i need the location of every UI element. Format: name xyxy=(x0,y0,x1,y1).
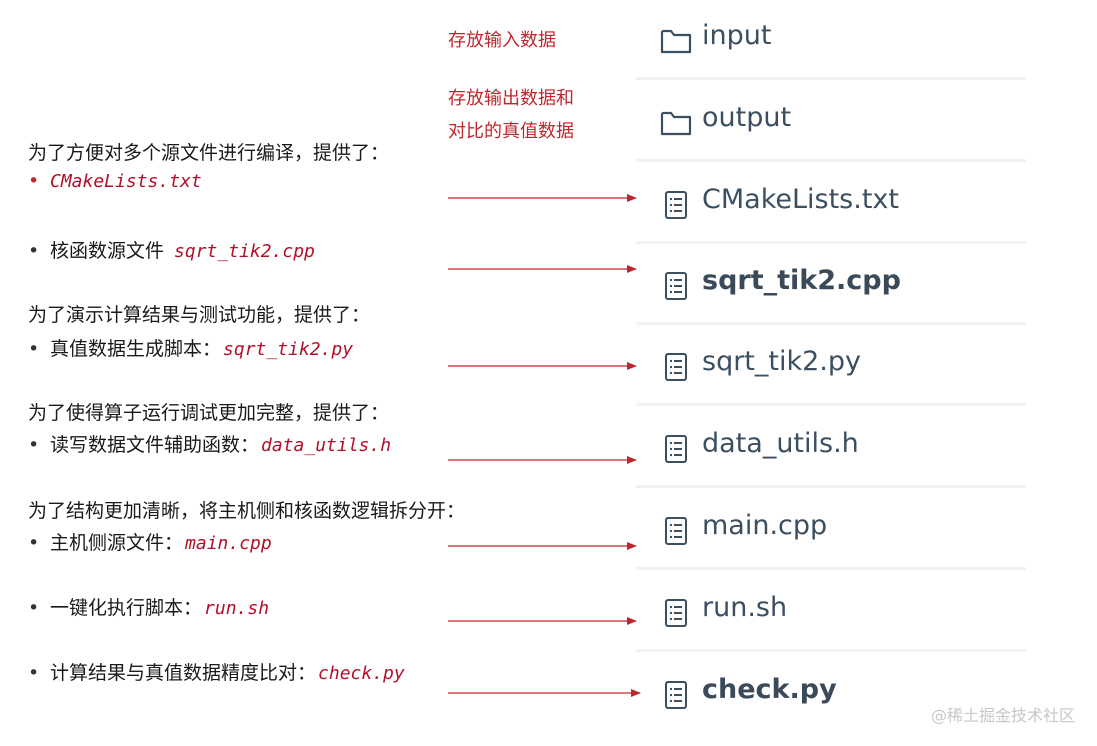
section-heading-compile: 为了方便对多个源文件进行编译，提供了： xyxy=(28,142,390,164)
output-note-line2: 对比的真值数据 xyxy=(448,121,574,142)
file-row-run-sh[interactable]: run.sh xyxy=(636,572,1026,652)
file-icon xyxy=(665,681,687,709)
bullet-dot: • xyxy=(28,532,40,554)
bullet-dot: • xyxy=(28,338,40,360)
bullet-text: 主机侧源文件： xyxy=(50,532,184,554)
bullet-code: run.sh xyxy=(204,598,270,619)
section-heading-demo: 为了演示计算结果与测试功能，提供了： xyxy=(28,304,371,326)
row-separator xyxy=(636,322,1026,325)
file-name: CMakeLists.txt xyxy=(702,184,899,215)
bullet-text: 读写数据文件辅助函数： xyxy=(50,434,260,456)
bullet-check-py: • 计算结果与真值数据精度比对： check.py xyxy=(28,658,405,685)
folder-icon xyxy=(660,111,692,136)
bullet-code: CMakeLists.txt xyxy=(50,171,202,192)
bullet-truth-script: • 真值数据生成脚本： sqrt_tik2.py xyxy=(28,334,353,361)
section-heading-structure: 为了结构更加清晰，将主机侧和核函数逻辑拆分开： xyxy=(28,500,466,522)
file-row-main-cpp[interactable]: main.cpp xyxy=(636,490,1026,570)
bullet-code: sqrt_tik2.cpp xyxy=(174,241,315,262)
row-separator xyxy=(636,485,1026,488)
bullet-kernel-source: • 核函数源文件 sqrt_tik2.cpp xyxy=(28,236,315,263)
bullet-text: 核函数源文件 xyxy=(50,240,165,262)
file-row-check-py[interactable]: check.py xyxy=(636,654,1026,734)
file-name: input xyxy=(702,20,772,51)
file-name: check.py xyxy=(702,674,837,705)
bullet-data-utils: • 读写数据文件辅助函数： data_utils.h xyxy=(28,430,391,457)
output-note-line1: 存放输出数据和 xyxy=(448,88,574,109)
bullet-code: sqrt_tik2.py xyxy=(223,339,354,360)
row-separator xyxy=(636,567,1026,570)
file-row-cmakelists[interactable]: CMakeLists.txt xyxy=(636,164,1026,244)
bullet-cmakelists: • CMakeLists.txt xyxy=(28,170,202,192)
file-icon xyxy=(665,353,687,381)
file-name: data_utils.h xyxy=(702,428,859,459)
bullet-text: 一键化执行脚本： xyxy=(50,597,203,619)
file-row-sqrt-py[interactable]: sqrt_tik2.py xyxy=(636,326,1026,406)
bullet-dot: • xyxy=(28,170,40,192)
bullet-dot: • xyxy=(28,662,40,684)
file-icon xyxy=(665,191,687,219)
file-name: output xyxy=(702,102,792,133)
file-name: run.sh xyxy=(702,592,788,623)
row-separator xyxy=(636,77,1026,80)
watermark: @稀土掘金技术社区 xyxy=(930,706,1075,725)
file-icon xyxy=(665,517,687,545)
bullet-code: check.py xyxy=(318,663,405,684)
file-icon xyxy=(665,272,687,300)
row-separator xyxy=(636,649,1026,652)
file-row-output[interactable]: output xyxy=(636,82,1026,162)
bullet-dot: • xyxy=(28,240,40,262)
row-separator xyxy=(636,241,1026,244)
bullet-text: 真值数据生成脚本： xyxy=(50,338,222,360)
file-icon xyxy=(665,599,687,627)
file-row-data-utils[interactable]: data_utils.h xyxy=(636,408,1026,488)
bullet-main-cpp: • 主机侧源文件： main.cpp xyxy=(28,528,272,555)
input-note: 存放输入数据 xyxy=(448,30,556,51)
bullet-dot: • xyxy=(28,434,40,456)
bullet-code: data_utils.h xyxy=(261,435,392,456)
folder-icon xyxy=(660,29,692,54)
section-heading-debug: 为了使得算子运行调试更加完整，提供了： xyxy=(28,402,390,424)
bullet-run-sh: • 一键化执行脚本： run.sh xyxy=(28,593,269,620)
row-separator xyxy=(636,403,1026,406)
bullet-code: main.cpp xyxy=(185,533,272,554)
row-separator xyxy=(636,159,1026,162)
file-icon xyxy=(665,435,687,463)
file-name: sqrt_tik2.cpp xyxy=(702,265,901,296)
file-name: sqrt_tik2.py xyxy=(702,346,861,377)
file-row-input[interactable]: input xyxy=(636,0,1026,80)
file-row-sqrt-cpp[interactable]: sqrt_tik2.cpp xyxy=(636,245,1026,325)
file-name: main.cpp xyxy=(702,510,828,541)
bullet-dot: • xyxy=(28,597,40,619)
bullet-text: 计算结果与真值数据精度比对： xyxy=(50,662,317,684)
